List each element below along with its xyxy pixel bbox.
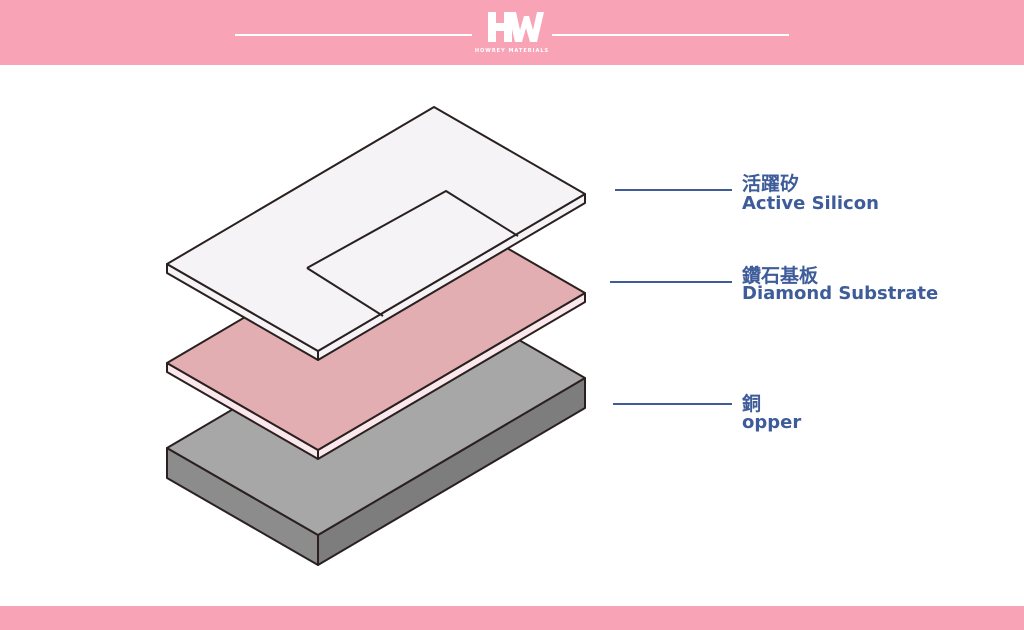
copper-leader-line (613, 403, 732, 405)
silicon-leader-line (615, 189, 732, 191)
copper-label-en: opper (742, 412, 802, 433)
header-rule-left (235, 34, 472, 36)
silicon-label-en: Active Silicon (742, 193, 879, 214)
diamond-leader-line (610, 281, 732, 283)
brand-logo: HOWREY MATERIALS (474, 6, 550, 58)
hw-logo-icon (488, 12, 544, 42)
diamond-label-cn: 鑽石基板 (742, 265, 819, 287)
silicon-label-cn: 活躍矽 (742, 173, 800, 195)
header-rule-right (552, 34, 789, 36)
diamond-label-en: Diamond Substrate (742, 283, 939, 304)
logo-tagline: HOWREY MATERIALS (474, 48, 550, 54)
copper-label-cn: 銅 (742, 393, 762, 415)
footer-bar (0, 606, 1024, 630)
diamond-substrate-layer (166, 205, 586, 460)
header-bar: HOWREY MATERIALS (0, 0, 1024, 65)
active-silicon-layer (166, 106, 586, 361)
